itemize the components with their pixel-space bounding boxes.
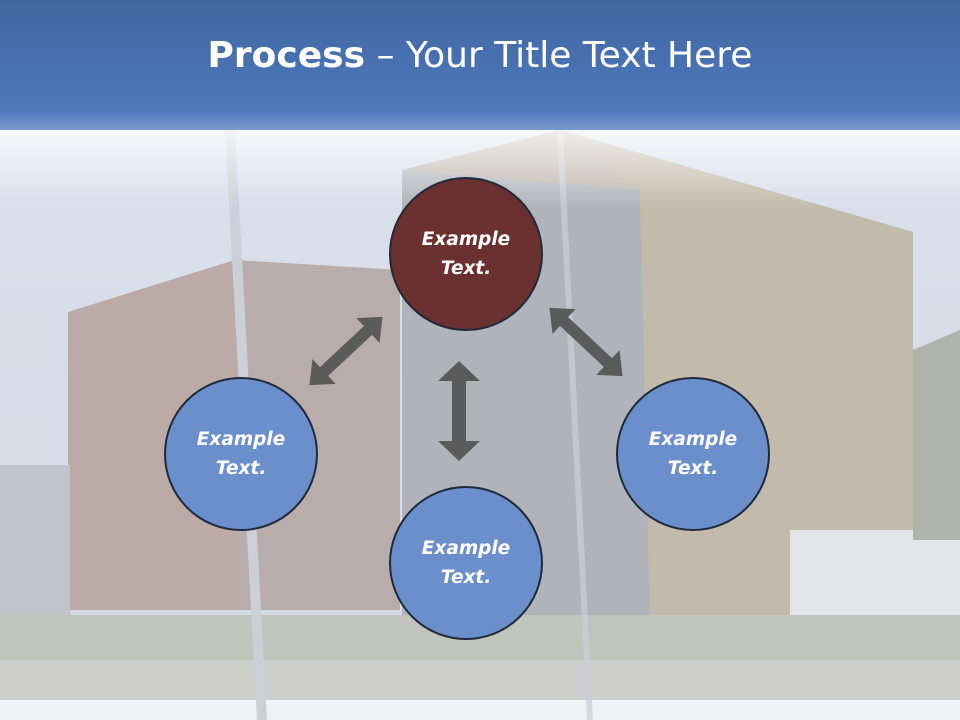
process-node-left-label: Example Text. (196, 429, 286, 479)
double-arrow-vertical (438, 361, 480, 461)
slide-title-bold: Process (207, 34, 366, 76)
process-node-left: Example Text. (164, 377, 318, 531)
process-node-bottom-label: Example Text. (421, 538, 511, 588)
slide-title: Process – Your Title Text Here (208, 35, 753, 76)
double-arrow-top-left (309, 316, 383, 386)
title-bar: Process – Your Title Text Here (0, 0, 960, 130)
process-node-right: Example Text. (616, 377, 770, 531)
process-node-right-label: Example Text. (648, 429, 738, 479)
process-node-bottom: Example Text. (389, 486, 543, 640)
process-node-top-label: Example Text. (421, 229, 511, 279)
double-arrow-top-right (549, 307, 623, 377)
process-node-top: Example Text. (389, 177, 543, 331)
slide-title-rest: – Your Title Text Here (365, 34, 753, 76)
